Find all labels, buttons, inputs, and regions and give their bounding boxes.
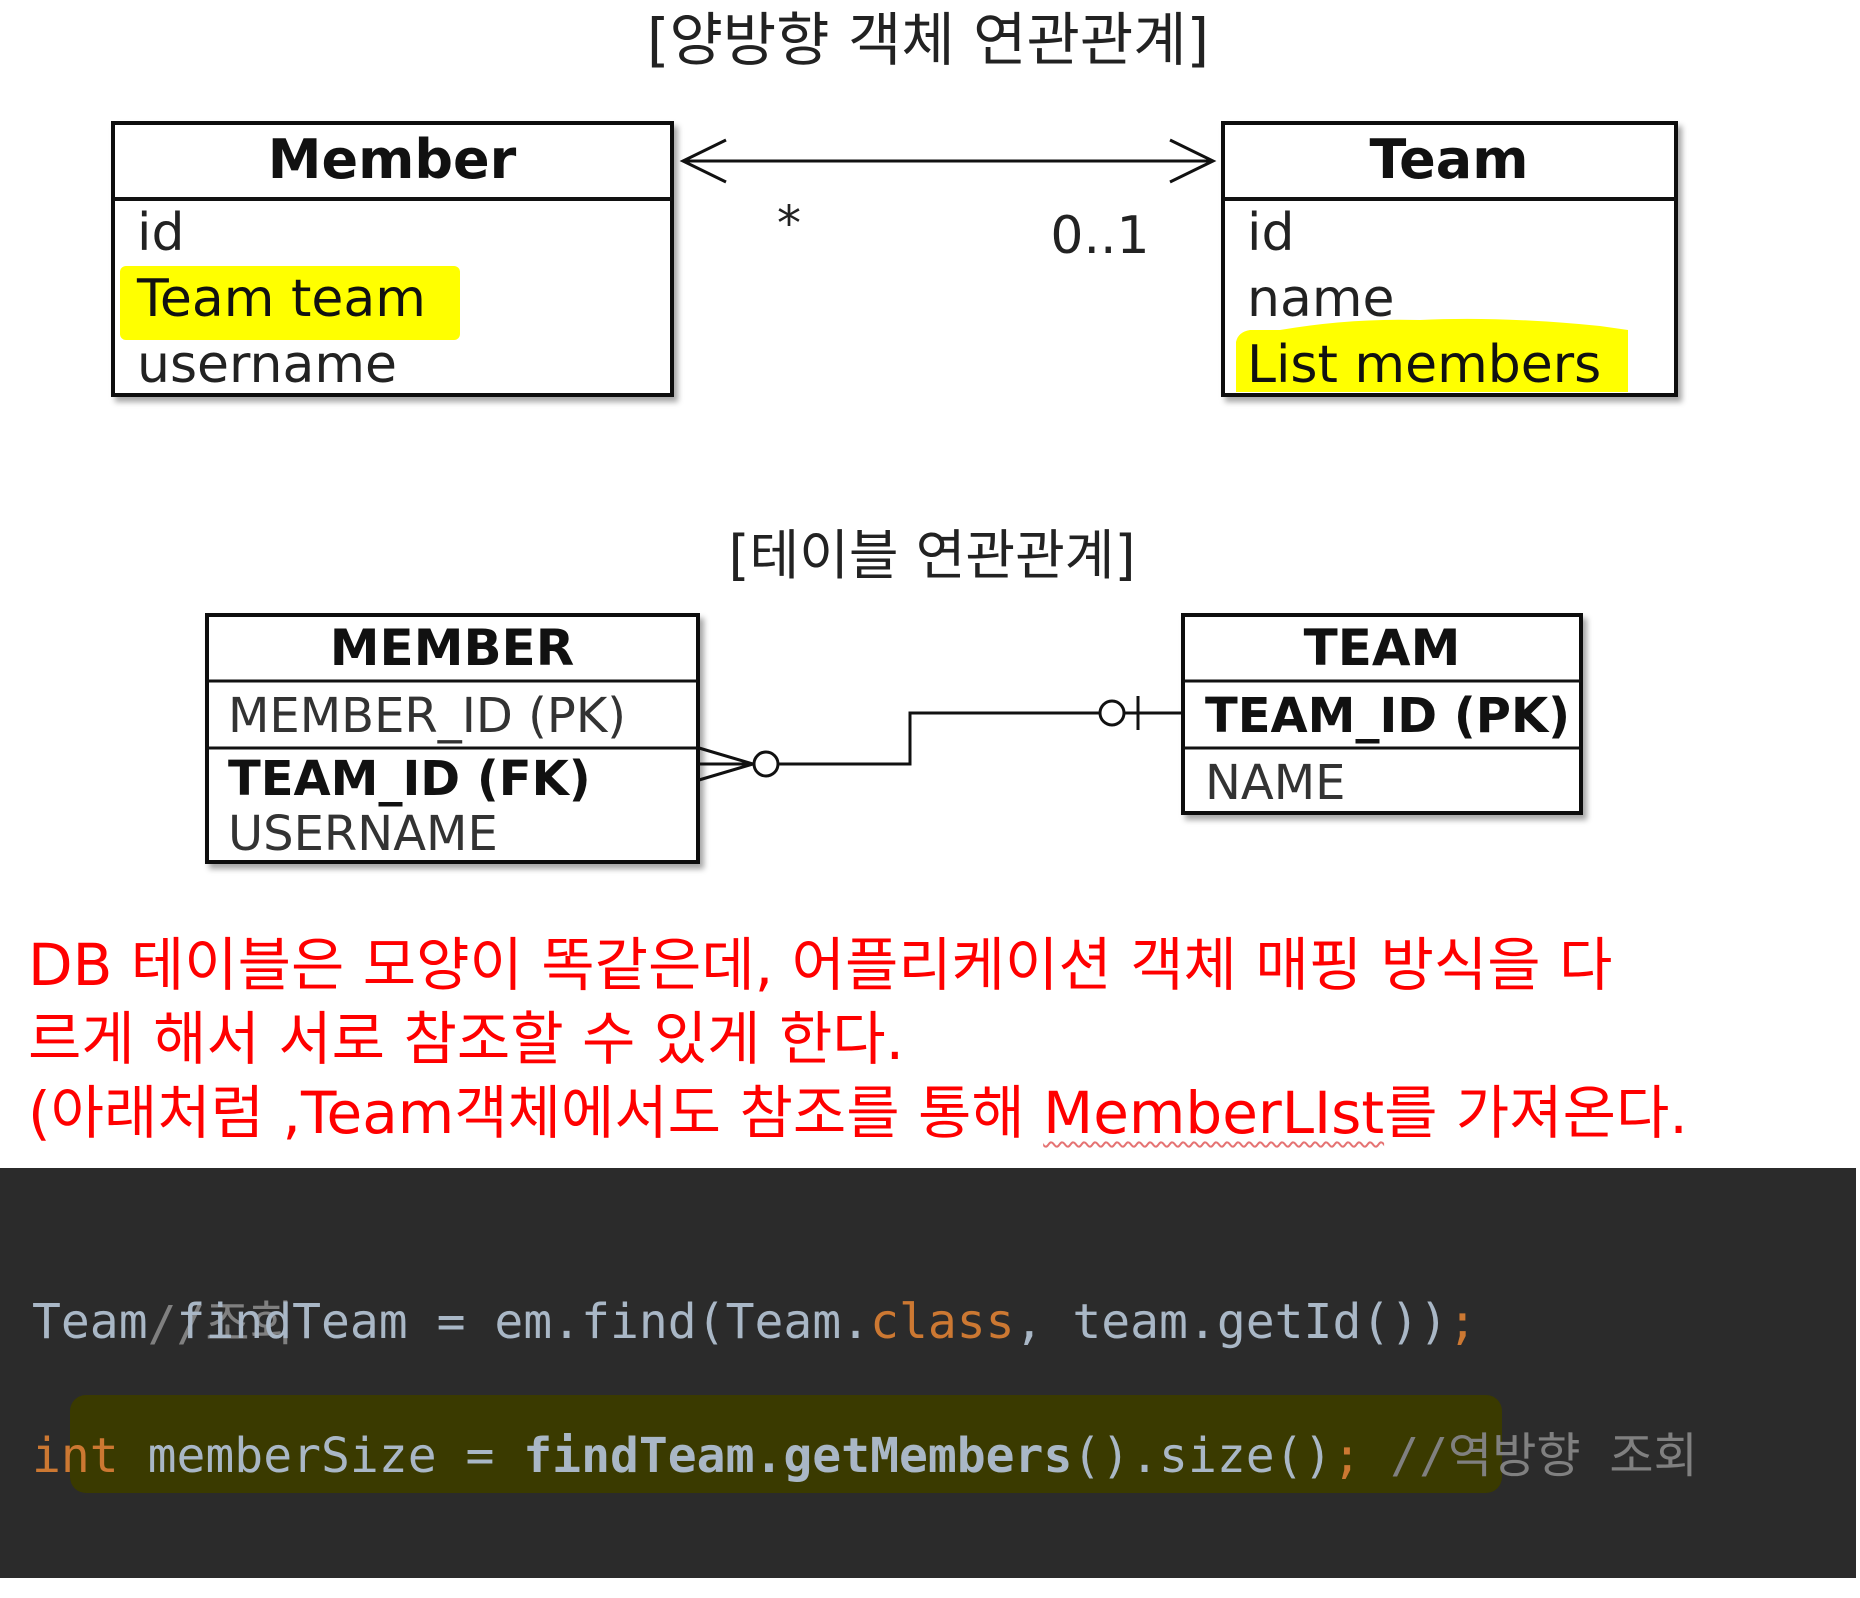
- team-field-members: List members: [1247, 335, 1601, 395]
- note-line-1: DB 테이블은 모양이 똑같은데, 어플리케이션 객체 매핑 방식을 다: [28, 931, 1613, 999]
- code-find-team-semicolon: ;: [1448, 1294, 1477, 1350]
- code-get-members-call: findTeam.getMembers: [523, 1428, 1073, 1484]
- object-diagram-title: [양방향 객체 연관관계]: [647, 6, 1209, 74]
- code-member-size-semicolon: ;: [1332, 1428, 1362, 1484]
- bidirectional-association: [679, 138, 1217, 184]
- member-team-field-highlight: [120, 266, 460, 340]
- code-line-member-size: int memberSize = findTeam.getMembers().s…: [32, 1416, 1698, 1486]
- member-multiplicity: *: [777, 196, 801, 252]
- er-relationship: [698, 696, 1181, 782]
- code-comment-text: //조회: [147, 1296, 294, 1352]
- code-find-team-end: , team.getId()): [1014, 1294, 1449, 1350]
- code-block: //조회 Team findTeam = em.find(Team.class,…: [0, 1168, 1856, 1578]
- team-table-name: TEAM: [1304, 619, 1461, 677]
- team-members-field-highlight: [1236, 318, 1628, 392]
- code-class-keyword: class: [870, 1294, 1015, 1350]
- team-table-box: TEAM TEAM_ID (PK) NAME: [1181, 613, 1583, 815]
- team-multiplicity: 0..1: [1050, 206, 1149, 266]
- member-table-name: MEMBER: [330, 619, 574, 677]
- member-field-team: Team team: [136, 269, 426, 329]
- note-line-2: 르게 해서 서로 참조할 수 있게 한다.: [28, 1005, 905, 1073]
- code-member-size-var: memberSize =: [118, 1428, 524, 1484]
- member-field-username: username: [137, 335, 397, 395]
- member-table-box: MEMBER MEMBER_ID (PK) TEAM_ID (FK) USERN…: [205, 613, 700, 864]
- member-field-id: id: [137, 203, 184, 263]
- team-class-box: Team id name List members: [1221, 121, 1678, 397]
- code-line-find-team: Team findTeam = em.find(Team.class, team…: [32, 1294, 1477, 1350]
- explanation-note: DB 테이블은 모양이 똑같은데, 어플리케이션 객체 매핑 방식을 다 르게 …: [28, 928, 1858, 1150]
- team-field-id: id: [1247, 203, 1294, 263]
- code-find-team-start: Team findTeam = em.find(Team.: [32, 1294, 871, 1350]
- team-table-name-column: NAME: [1205, 755, 1345, 811]
- member-class-name: Member: [268, 128, 517, 191]
- note-line-3-start: (아래처럼 ,Team객체에서도 참조를 통해: [28, 1079, 1044, 1147]
- code-line-highlight: [70, 1395, 1502, 1493]
- table-diagram-title: [테이블 연관관계]: [728, 524, 1135, 587]
- diagram-canvas: [양방향 객체 연관관계] Member id Team team userna…: [111, 6, 1678, 864]
- team-table-pk: TEAM_ID (PK): [1205, 688, 1570, 744]
- note-memberlist-word: MemberLIst: [1043, 1079, 1385, 1147]
- member-class-box: Member id Team team username: [111, 121, 674, 397]
- note-line-3: (아래처럼 ,Team객체에서도 참조를 통해 MemberLIst를 가져온다…: [28, 1076, 1858, 1150]
- team-field-name: name: [1247, 269, 1394, 329]
- member-table-username: USERNAME: [228, 806, 498, 862]
- code-comment-lookup: //조회: [32, 1228, 294, 1410]
- member-table-fk: TEAM_ID (FK): [228, 751, 591, 807]
- code-size-call: ().size(): [1072, 1428, 1333, 1484]
- code-reverse-lookup-comment: //역방향 조회: [1361, 1428, 1698, 1484]
- team-class-name: Team: [1370, 128, 1529, 191]
- member-table-pk: MEMBER_ID (PK): [228, 688, 626, 744]
- code-int-keyword: int: [32, 1428, 119, 1484]
- note-line-3-end: 를 가져온다.: [1384, 1079, 1688, 1147]
